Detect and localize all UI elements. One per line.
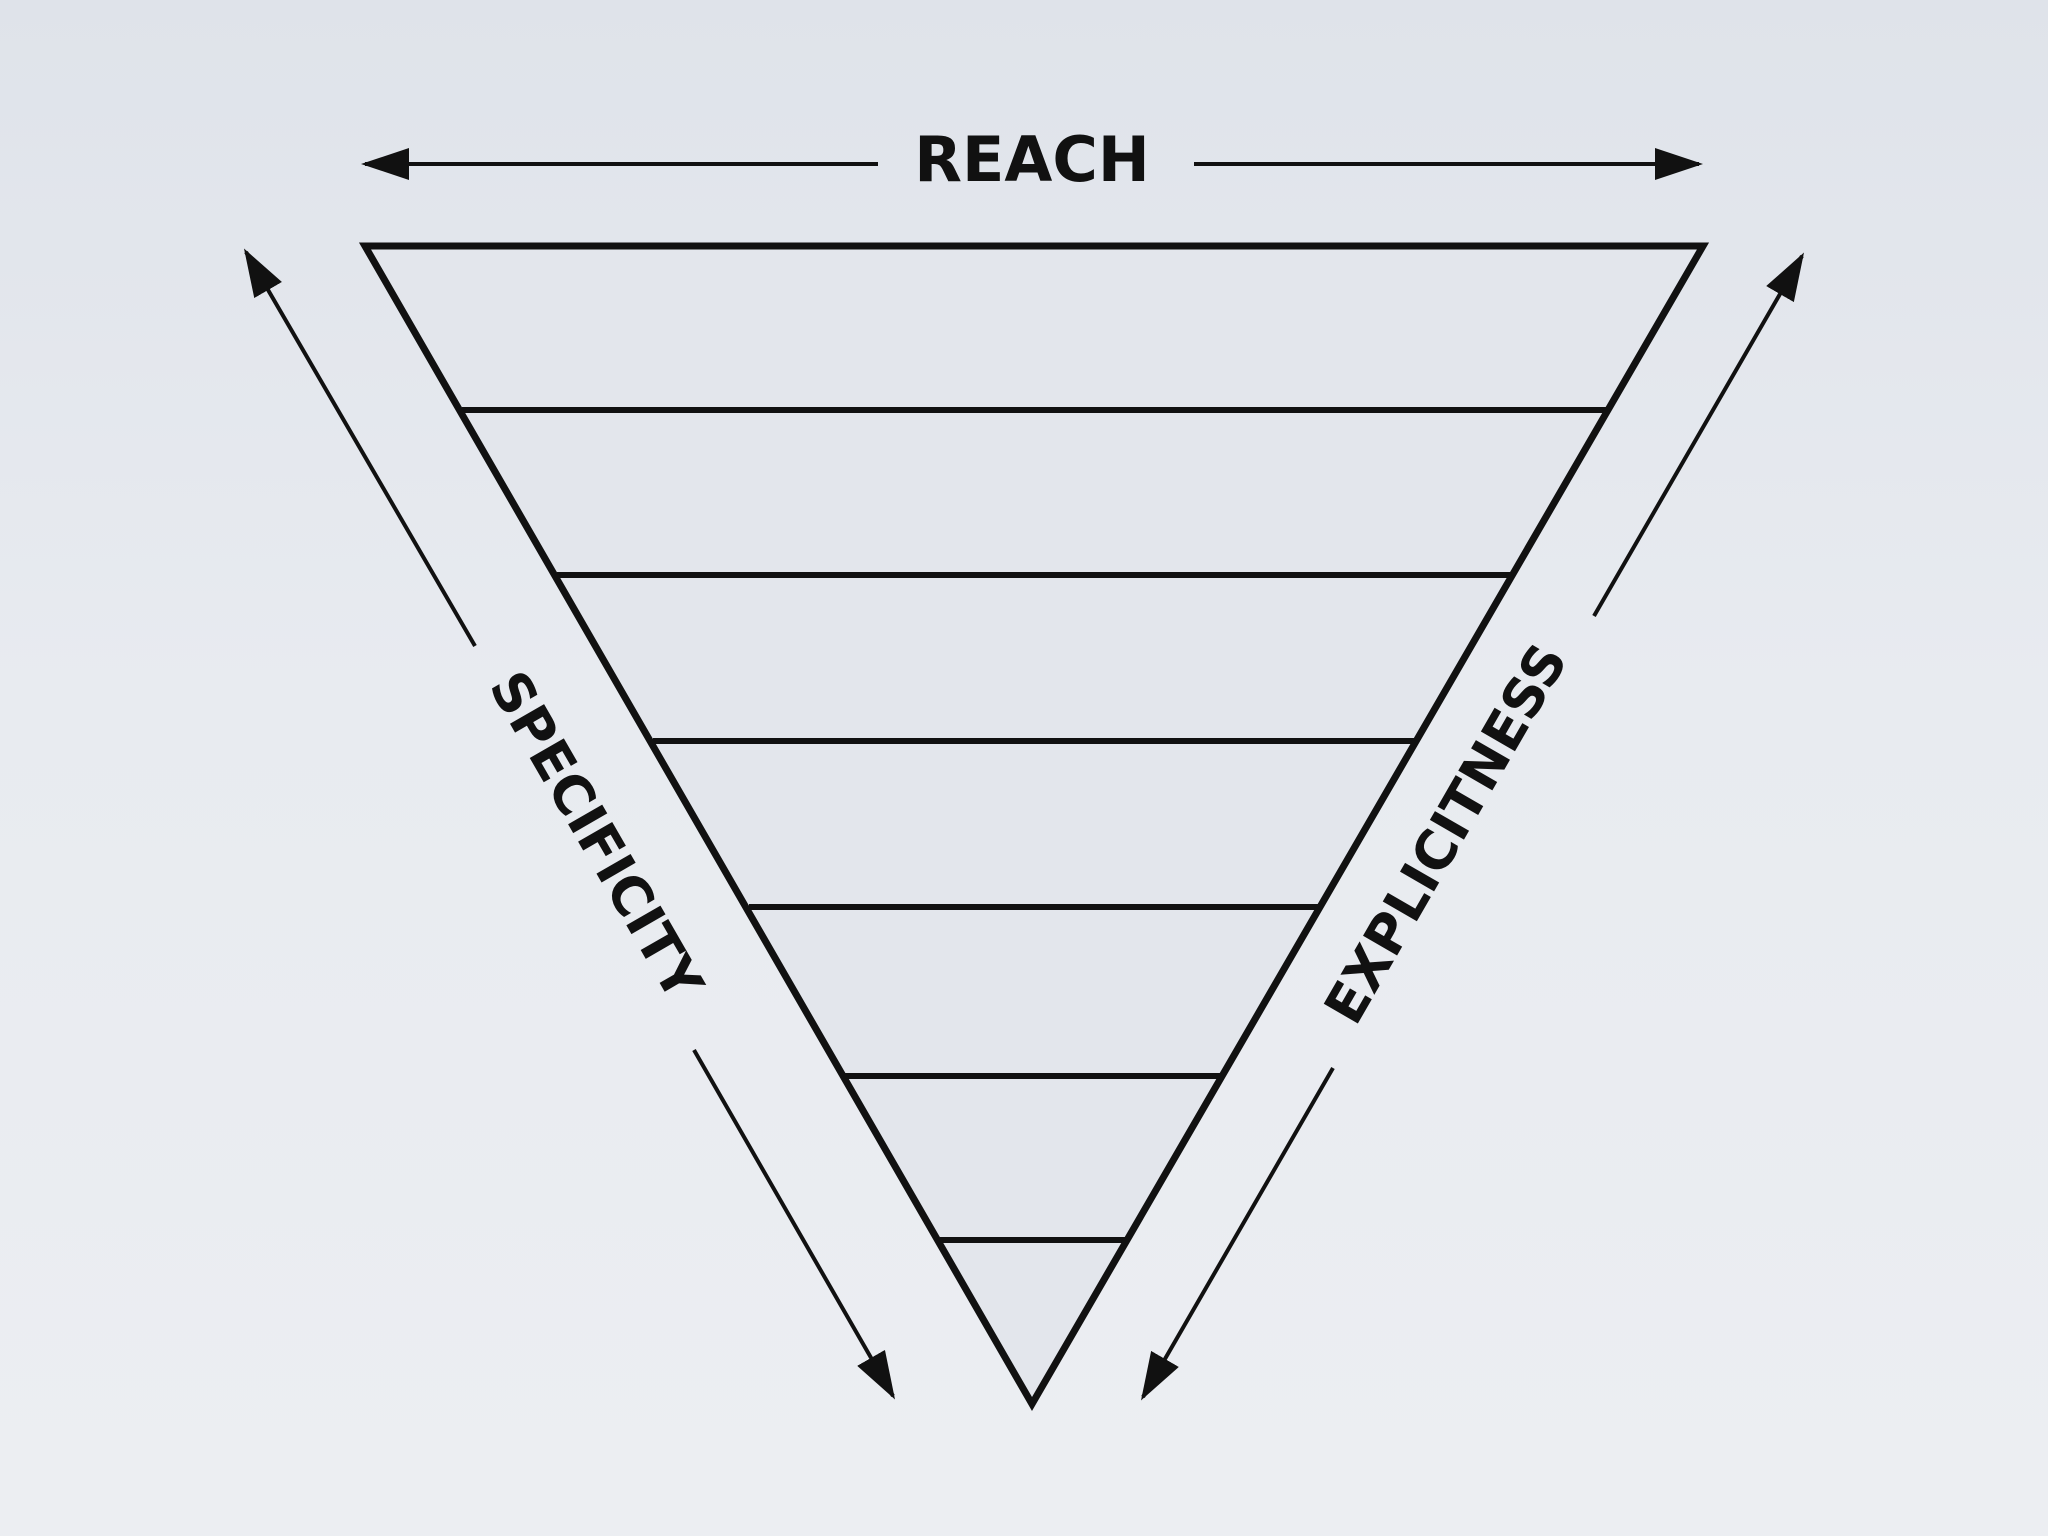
- explicitness-arrow-up: [1592, 252, 1805, 618]
- pyramid-layer-dividers: [462, 407, 1607, 1243]
- reach-label: REACH: [914, 123, 1149, 196]
- pyramid-outline: [358, 242, 1710, 1411]
- explicitness-arrow-down: [1140, 1066, 1335, 1401]
- specificity-arrow-down: [692, 1049, 895, 1400]
- specificity-arrow-up: [243, 248, 477, 648]
